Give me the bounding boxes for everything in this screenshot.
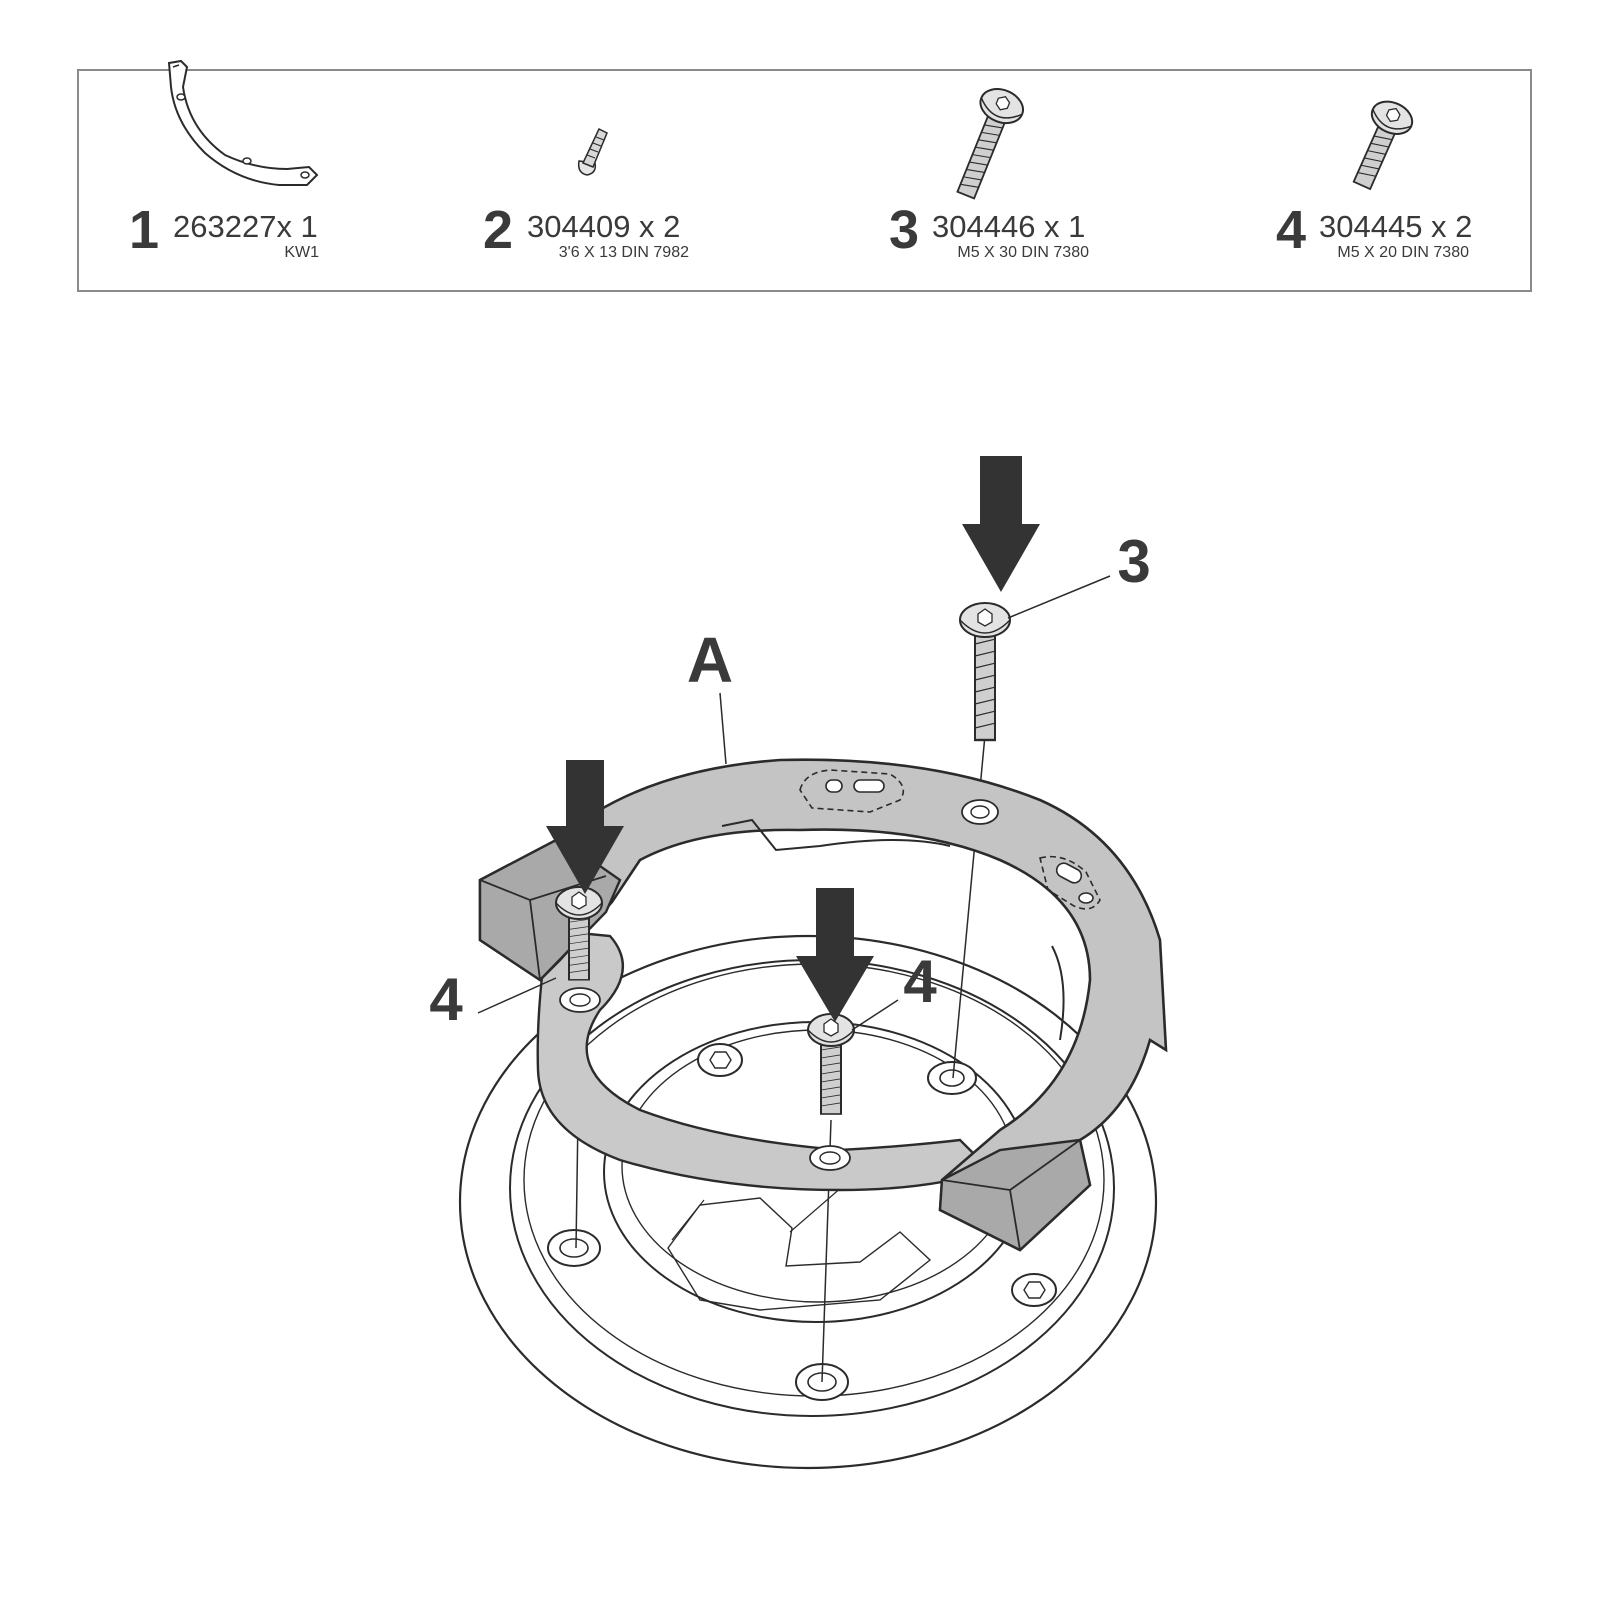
bolt-long (959, 602, 1011, 742)
callout-bolt-4-left: 4 (429, 966, 463, 1033)
part-spec-2: 3'6 X 13 DIN 7982 (558, 244, 689, 261)
flange-hole-left (547, 1229, 601, 1267)
flange-hole-right (927, 1061, 977, 1095)
arrow-down-icon (546, 760, 624, 894)
long-bolt-icon (956, 88, 1024, 200)
leader-lines (477, 575, 1111, 1031)
callout-bolt-3: 3 (1117, 528, 1150, 595)
bolt-left (555, 886, 603, 981)
part-number-3: 3 (889, 200, 920, 260)
part-number-1: 1 (129, 200, 160, 260)
part-spec-4: M5 X 20 DIN 7380 (1337, 244, 1469, 261)
hex-socket-left (697, 1043, 743, 1077)
arrow-down-icon (962, 456, 1040, 592)
arrow-down-icon (796, 888, 874, 1022)
short-bolt-icon (1352, 100, 1414, 191)
part-code-2: 304409 x 2 (527, 209, 681, 244)
callout-bolt-4-center: 4 (903, 948, 937, 1015)
hex-socket-right (1011, 1273, 1057, 1307)
part-number-4: 4 (1276, 200, 1307, 260)
callout-ring-a: A (687, 624, 733, 696)
parts-list-box: 1 263227x 1 KW1 2 304409 x 2 3'6 X 13 DI… (77, 59, 1532, 292)
part-number-2: 2 (483, 200, 514, 260)
part-spec-3: M5 X 30 DIN 7380 (957, 244, 1089, 261)
part-code-3: 304446 x 1 (932, 209, 1086, 244)
part-code-1: 263227x 1 (173, 209, 318, 244)
self-tapping-screw-icon (577, 127, 608, 176)
part-code-4: 304445 x 2 (1319, 209, 1473, 244)
part-spec-1: KW1 (284, 244, 319, 261)
flange-holes (547, 1043, 1057, 1401)
bolt-center (807, 1013, 855, 1115)
bracket-icon (167, 59, 319, 186)
